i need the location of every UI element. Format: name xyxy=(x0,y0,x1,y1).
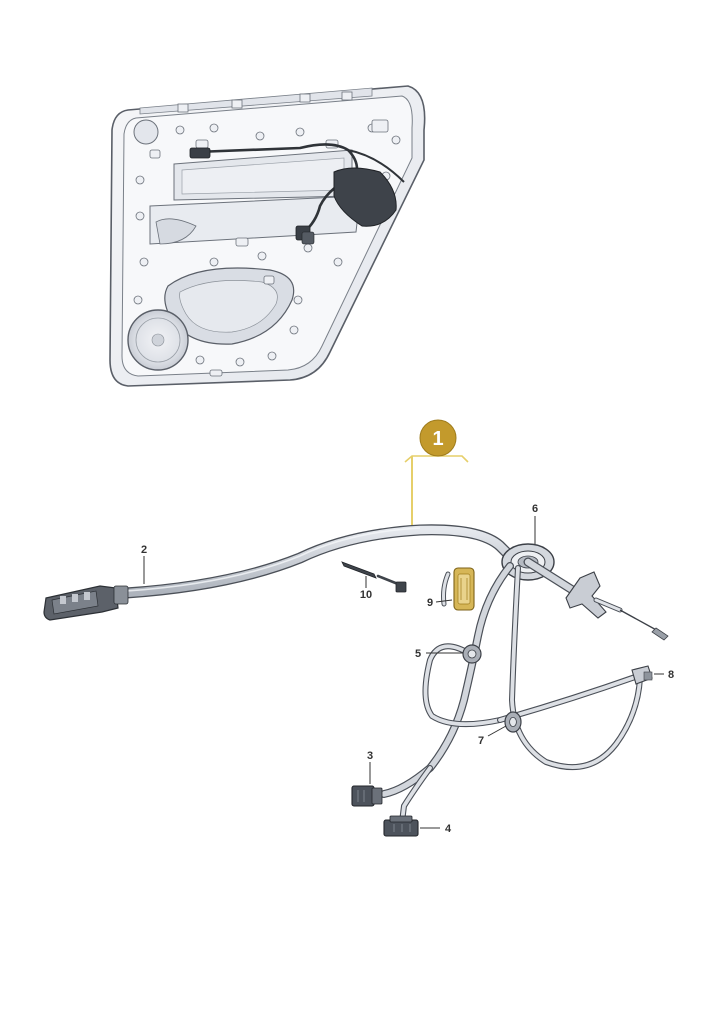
connector-4 xyxy=(383,815,419,837)
callout-4: 4 xyxy=(445,823,452,835)
harness-trunk xyxy=(120,524,518,599)
callout-9: 9 xyxy=(427,597,433,609)
assembly-bracket xyxy=(404,455,469,463)
wiring-harness-illustration xyxy=(43,524,669,837)
clip-10 xyxy=(341,561,407,593)
part-callouts: 2 6 10 9 5 8 7 3 4 xyxy=(141,503,674,835)
callout-5: 5 xyxy=(415,648,421,660)
grommet-7 xyxy=(504,711,522,733)
callout-3: 3 xyxy=(367,750,373,762)
callout-6: 6 xyxy=(532,503,538,515)
door-panel-illustration xyxy=(109,85,426,387)
callout-8: 8 xyxy=(668,669,674,681)
connector-8 xyxy=(631,665,653,685)
connector-9 xyxy=(441,567,475,611)
right-branch xyxy=(523,557,669,641)
callout-7: 7 xyxy=(478,735,484,747)
assembly-badge xyxy=(419,419,457,457)
grommet-5 xyxy=(462,644,482,664)
lower-branches xyxy=(380,562,643,825)
assembly-callout: 1 xyxy=(404,419,469,526)
callout-2: 2 xyxy=(141,544,147,556)
left-door-connector xyxy=(43,585,129,621)
callout-10: 10 xyxy=(360,589,372,601)
connector-3 xyxy=(351,785,383,807)
assembly-badge-label: 1 xyxy=(432,428,443,450)
